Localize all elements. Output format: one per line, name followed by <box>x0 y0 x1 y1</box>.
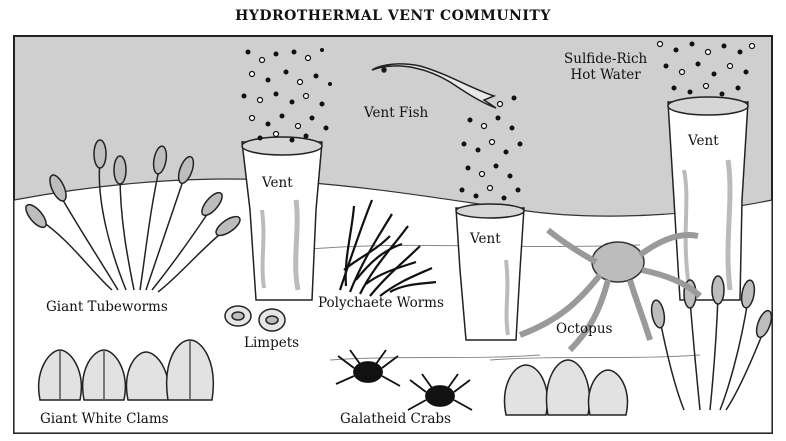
label-vent-middle: Vent <box>470 232 501 248</box>
label-vent-left: Vent <box>262 176 293 192</box>
label-vent-right: Vent <box>688 134 719 150</box>
label-sulfide-rich-hot-water: Sulfide-Rich Hot Water <box>564 52 647 83</box>
label-limpets: Limpets <box>244 336 299 352</box>
vent-chimney-left <box>242 137 322 300</box>
label-giant-white-clams: Giant White Clams <box>40 412 169 428</box>
label-polychaete-worms: Polychaete Worms <box>318 296 444 312</box>
vent-chimney-middle <box>456 204 524 340</box>
label-sulfide-line2: Hot Water <box>564 68 647 84</box>
label-giant-tubeworms: Giant Tubeworms <box>46 300 168 316</box>
label-vent-fish: Vent Fish <box>364 106 428 122</box>
label-sulfide-line1: Sulfide-Rich <box>564 52 647 68</box>
label-octopus: Octopus <box>556 322 612 338</box>
vent-chimney-right <box>668 97 748 300</box>
label-galatheid-crabs: Galatheid Crabs <box>340 412 451 428</box>
